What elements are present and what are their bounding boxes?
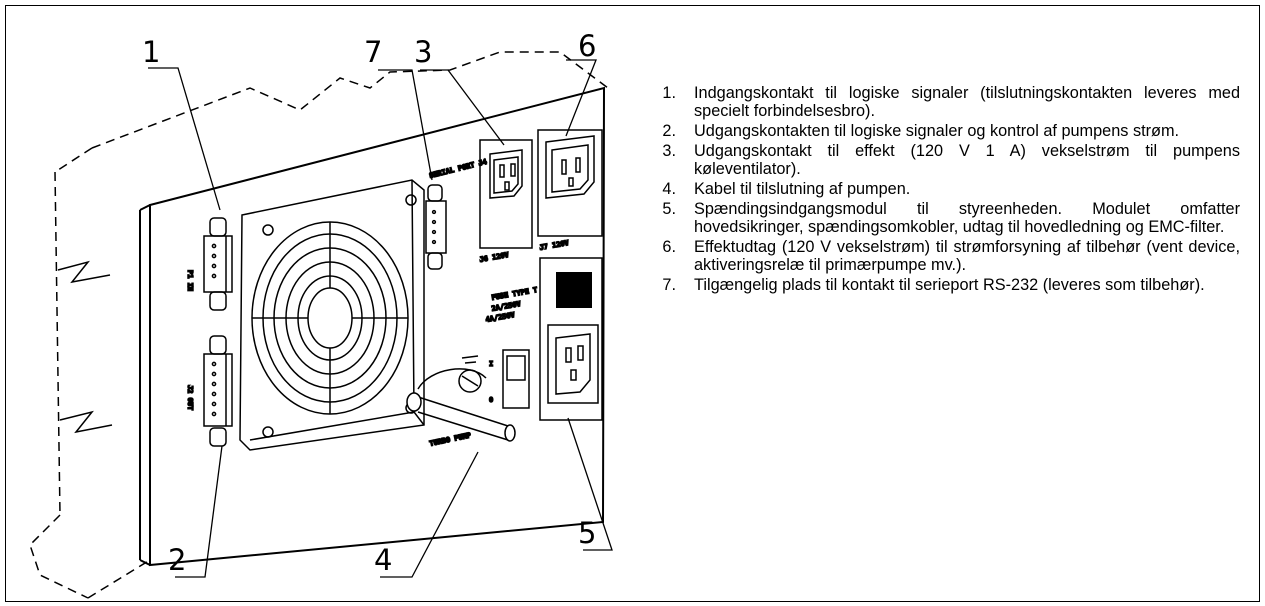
legend-number: 7. (662, 276, 676, 294)
controller-rear-panel-drawing: SERIAL PORT J4 P1 IN J2 OUT J6 120V J7 1… (29, 29, 613, 599)
legend-text: Indgangskontakt til logiske signaler (ti… (694, 84, 1240, 120)
panel-plate (139, 86, 606, 567)
legend-item: 2. Udgangskontakten til logiske signaler … (652, 122, 1240, 140)
legend-item: 4. Kabel til tilslutning af pumpen. (652, 180, 1240, 198)
legend-text: Kabel til tilslutning af pumpen. (694, 180, 911, 198)
legend-item: 5. Spændingsindgangsmodul til styreenhede… (652, 200, 1240, 236)
pump-cable (406, 368, 516, 442)
callout-4: 4 (374, 543, 392, 577)
callout-6: 6 (578, 29, 596, 63)
legend-item: 7. Tilgængelig plads til kontakt til seri… (652, 276, 1240, 294)
legend-list: 1. Indgangskontakt til logiske signaler (… (652, 84, 1240, 296)
legend-number: 5. (662, 200, 676, 218)
ground-screw (458, 355, 482, 393)
callout-1: 1 (142, 35, 160, 69)
fuse-marking: FUSE TYPE T (491, 286, 538, 302)
j1-marking: P1 IN (186, 270, 194, 291)
serial-port-j4 (425, 184, 447, 270)
outlet-j6 (479, 139, 533, 249)
legend-number: 1. (662, 84, 676, 102)
legend-item: 3. Udgangskontakt til effekt (120 V 1 A) … (652, 142, 1240, 178)
leader-lines (148, 59, 613, 578)
fuse-rating-1: 2A/250V (491, 300, 522, 313)
connector-j1 (203, 217, 233, 311)
legend-text: Udgangskontakten til logiske signaler og… (694, 122, 1180, 140)
legend-item: 6. Effektudtag (120 V vekselstrøm) til st… (652, 238, 1240, 274)
break-lines (57, 260, 113, 434)
callout-3: 3 (414, 35, 432, 69)
fuse-rating-2: 4A/250V (485, 311, 516, 324)
switch-on-marking: I (489, 360, 493, 368)
power-entry-module (539, 257, 603, 421)
legend-number: 4. (662, 180, 676, 198)
j2-marking: J2 OUT (186, 385, 194, 410)
outlet-j7 (537, 129, 603, 237)
callout-5: 5 (578, 516, 596, 550)
power-switch (502, 349, 530, 409)
legend-number: 2. (662, 122, 676, 140)
legend-item: 1. Indgangskontakt til logiske signaler (… (652, 84, 1240, 120)
legend-text: Spændingsindgangsmodul til styreenheden.… (694, 200, 1240, 236)
legend-text: Udgangskontakt til effekt (120 V 1 A) ve… (694, 142, 1240, 178)
serial-port-marking: SERIAL PORT J4 (429, 158, 488, 180)
legend-text: Effektudtag (120 V vekselstrøm) til strø… (694, 238, 1240, 274)
legend-number: 6. (662, 238, 676, 256)
switch-off-marking: 0 (489, 396, 493, 404)
figure-frame (5, 5, 1260, 602)
legend-number: 3. (662, 142, 676, 160)
j6-marking: J6 120V (479, 251, 510, 264)
callout-2: 2 (168, 543, 186, 577)
turbo-pump-marking: TURBO PUMP (429, 431, 472, 448)
legend-text: Tilgængelig plads til kontakt til seriep… (694, 276, 1205, 294)
connector-j2 (203, 335, 233, 447)
fan-module (239, 179, 425, 451)
callout-7: 7 (364, 35, 382, 69)
housing-outline (29, 51, 609, 599)
j7-marking: J7 120V (539, 239, 570, 252)
